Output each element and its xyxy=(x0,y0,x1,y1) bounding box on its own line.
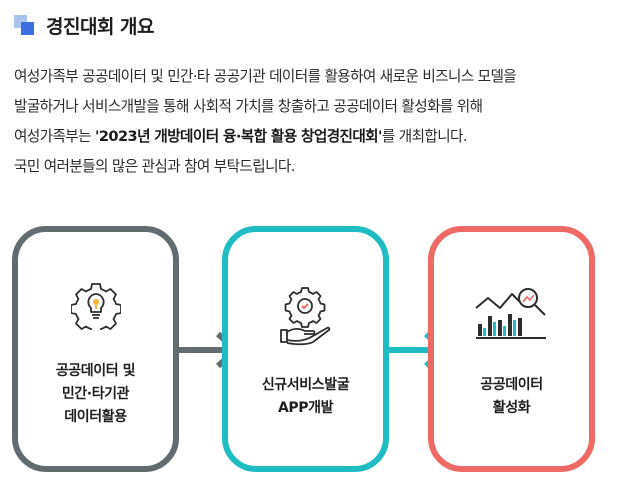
step-label-line: 신규서비스발굴 xyxy=(261,377,350,393)
description-line-3: 여성가족부는 '2023년 개방데이터 융·복합 활용 창업경진대회'를 개최합… xyxy=(14,122,618,152)
step-label: 신규서비스발굴 APP개발 xyxy=(228,374,383,420)
step-label-line: 데이터활용 xyxy=(64,409,127,425)
description: 여성가족부 공공데이터 및 민간·타 공공기관 데이터를 활용하여 새로운 비즈… xyxy=(14,62,618,182)
step-card-data-use: 공공데이터 및 민간·타기관 데이터활용 xyxy=(12,226,179,472)
description-line-3-suffix: 를 개최합니다. xyxy=(381,128,468,145)
step-card-activation: 공공데이터 활성화 xyxy=(428,226,595,472)
hand-gear-icon xyxy=(279,287,330,346)
gear-lightbulb-icon xyxy=(70,283,121,330)
step-card-new-service: 신규서비스발굴 APP개발 xyxy=(222,226,389,472)
section-bullet-icon xyxy=(14,15,36,35)
description-line-3-prefix: 여성가족부는 xyxy=(14,128,95,145)
description-line-2: 발굴하거나 서비스개발을 통해 사회적 가치를 창출하고 공공데이터 활성화를 … xyxy=(14,98,483,115)
step-label-line: APP개발 xyxy=(277,400,334,416)
description-line-1: 여성가족부 공공데이터 및 민간·타 공공기관 데이터를 활용하여 새로운 비즈… xyxy=(14,68,517,85)
step-label: 공공데이터 및 민간·타기관 데이터활용 xyxy=(18,360,173,429)
step-label-line: 민간·타기관 xyxy=(61,386,130,402)
page-title: 경진대회 개요 xyxy=(46,15,155,38)
step-label-line: 활성화 xyxy=(492,400,531,416)
step-label-line: 공공데이터 xyxy=(480,377,543,393)
step-label: 공공데이터 활성화 xyxy=(434,374,589,420)
step-label-line: 공공데이터 및 xyxy=(55,363,136,379)
contest-name: '2023년 개방데이터 융·복합 활용 창업경진대회' xyxy=(95,128,382,145)
chart-magnifier-icon xyxy=(474,288,546,339)
description-line-4: 국민 여러분들의 많은 관심과 참여 부탁드립니다. xyxy=(14,158,295,175)
section-header: 경진대회 개요 xyxy=(14,12,155,38)
